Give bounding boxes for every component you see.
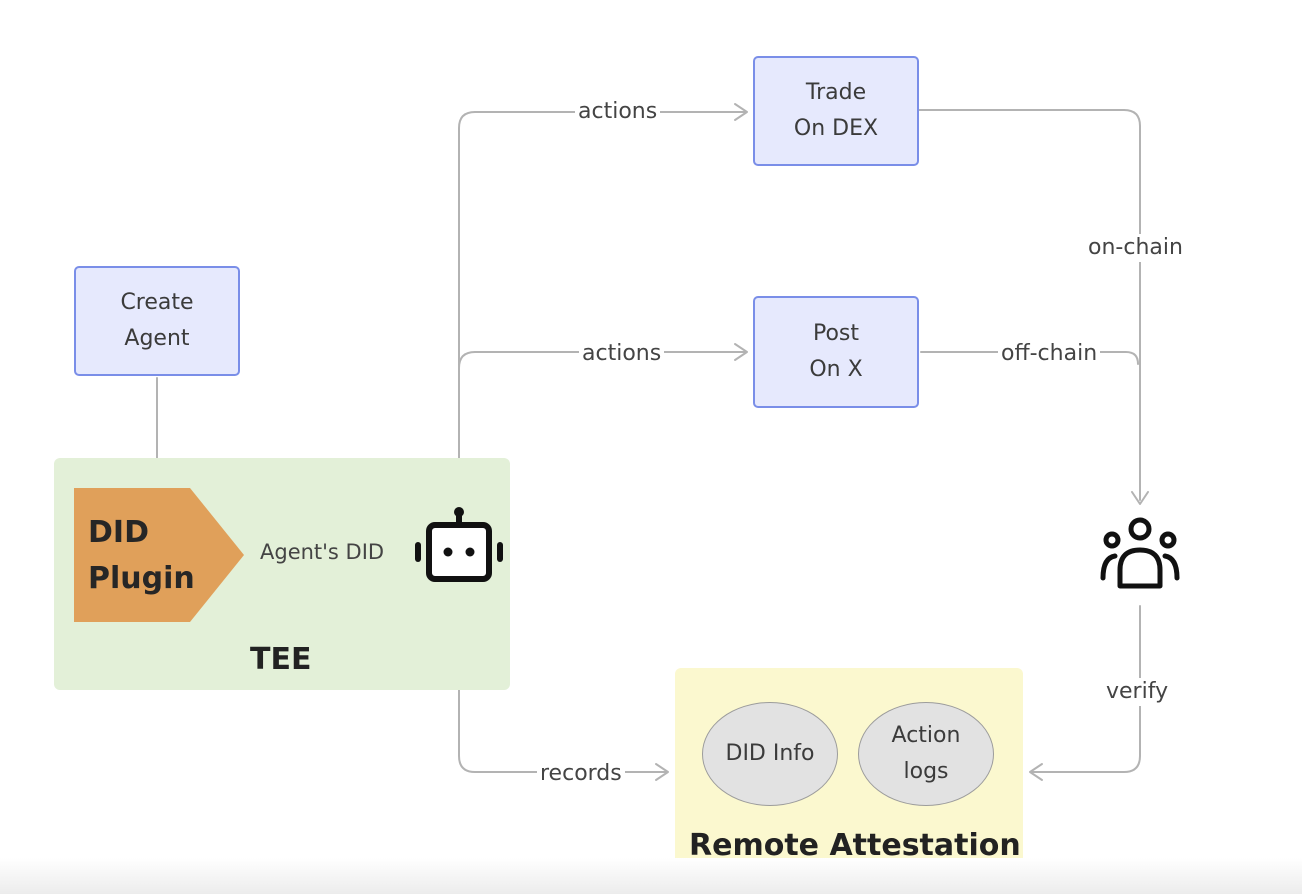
arrowhead-to-verifiers [1131, 491, 1149, 505]
edge-label-on-chain: on-chain [1085, 234, 1186, 262]
arrowhead-to-post [734, 343, 748, 361]
remote-attestation-title: Remote Attestation [689, 828, 1021, 863]
connector-robot-to-post [458, 351, 746, 369]
edge-label-verify: verify [1103, 678, 1172, 706]
did-info-pill: DID Info [702, 702, 838, 806]
did-plugin-shape [74, 488, 244, 622]
connector-trade-to-verifiers [918, 109, 1141, 501]
trade-on-dex-node: Trade On DEX [753, 56, 919, 166]
bottom-fade [0, 858, 1302, 894]
action-logs-pill: Action logs [858, 702, 994, 806]
connector-robot-to-trade [458, 111, 746, 497]
robot-icon [415, 507, 503, 582]
edge-label-agents-did: Agent's DID [257, 538, 388, 566]
edge-label-actions-top: actions [575, 98, 661, 126]
create-agent-node: Create Agent [74, 266, 240, 376]
arrowhead-to-attestation [1029, 763, 1043, 781]
connector-verifiers-to-attestation [1031, 605, 1141, 773]
arrowhead-records [655, 763, 669, 781]
post-on-x-node: Post On X [753, 296, 919, 408]
did-plugin-label: DID Plugin [88, 515, 195, 596]
tee-title: TEE [250, 642, 312, 677]
users-group-icon [1100, 517, 1180, 589]
connector-robot-to-attestation [458, 595, 667, 773]
edge-label-actions-middle: actions [579, 340, 665, 368]
edge-label-records: records [537, 760, 625, 788]
arrowhead-to-trade [734, 103, 748, 121]
connector-post-to-offchain [920, 351, 1139, 365]
edge-label-off-chain: off-chain [998, 340, 1101, 368]
